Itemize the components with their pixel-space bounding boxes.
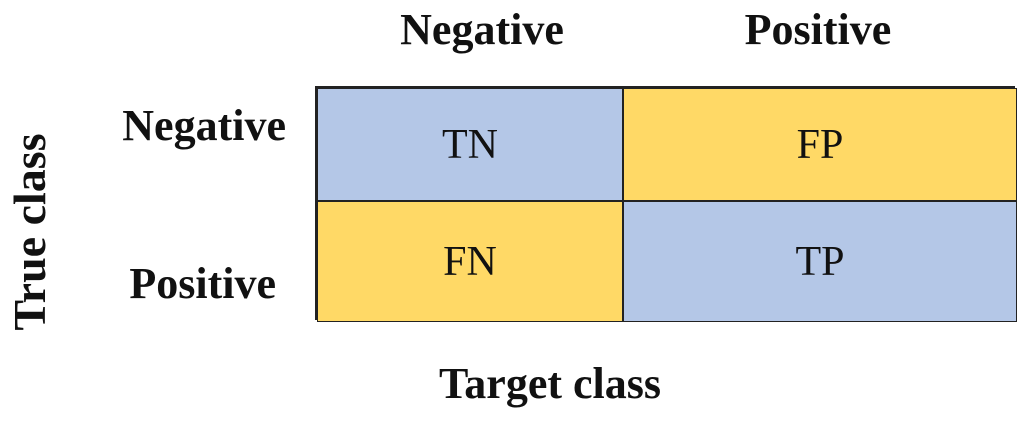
column-header-positive: Positive bbox=[744, 5, 892, 54]
confusion-matrix: TN FP FN TP bbox=[315, 86, 1017, 322]
column-header-negative: Negative bbox=[400, 5, 564, 54]
cell-true-positive: TP bbox=[623, 201, 1017, 322]
cell-false-negative: FN bbox=[317, 201, 623, 322]
y-axis-label: True class bbox=[4, 133, 55, 331]
cell-true-negative: TN bbox=[317, 88, 623, 201]
cell-false-positive: FP bbox=[623, 88, 1017, 201]
row-header-positive: Positive bbox=[129, 259, 276, 308]
x-axis-label: Target class bbox=[438, 359, 662, 408]
row-header-negative: Negative bbox=[122, 101, 286, 150]
